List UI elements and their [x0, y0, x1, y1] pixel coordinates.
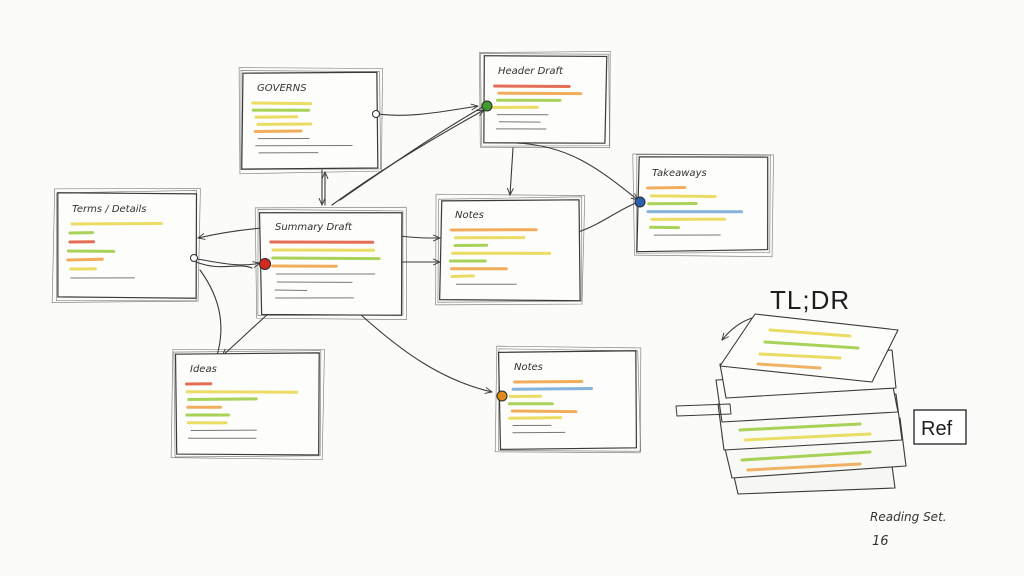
- doc-box-sketch-line: [173, 350, 322, 458]
- highlight-line: [450, 274, 475, 278]
- doc-box-sketch-line: [238, 67, 383, 175]
- doc-box-top-left[interactable]: GOVERNS: [238, 67, 383, 175]
- edge-center-middle: [399, 236, 440, 238]
- node-dot-red[interactable]: [259, 258, 271, 270]
- doc-box-frame: [174, 352, 320, 456]
- doc-box-sketch-line: [498, 348, 642, 452]
- highlight-line: [646, 185, 687, 190]
- edge-topcenter-middle: [510, 147, 513, 195]
- node-dot-empty-2[interactable]: [190, 254, 198, 262]
- highlight-line: [66, 257, 104, 262]
- doc-box-sketch-line: [51, 188, 201, 303]
- highlight-line: [493, 84, 571, 89]
- doc-box-title: Notes: [514, 362, 543, 373]
- highlight-line: [508, 416, 563, 420]
- doc-box-sketch-line: [494, 345, 642, 454]
- doc-box-center[interactable]: Summary Draft: [254, 206, 407, 320]
- doc-box-title: Takeaways: [652, 168, 707, 179]
- doc-box-sketch-line: [632, 153, 774, 258]
- edge-stack-arrow: [722, 317, 753, 340]
- ref-box[interactable]: [913, 409, 967, 445]
- doc-box-title: Terms / Details: [72, 204, 146, 215]
- highlight-line: [497, 91, 583, 96]
- doc-box-bottom-left[interactable]: Ideas: [170, 349, 325, 460]
- node-dot-blue[interactable]: [634, 196, 646, 208]
- node-dots: [190, 100, 646, 402]
- edge-center-topcenter-2: [339, 103, 489, 201]
- doc-box-middle[interactable]: Notes: [435, 193, 586, 306]
- highlight-line: [511, 387, 594, 391]
- doc-box-bottom-center[interactable]: Notes: [494, 345, 642, 454]
- edge-left-center: [191, 257, 260, 265]
- doc-box-right[interactable]: Takeaways: [632, 153, 774, 258]
- highlight-line: [251, 101, 313, 106]
- edge-left-bottomleft: [199, 269, 222, 362]
- node-dot-empty-1[interactable]: [372, 110, 380, 118]
- doc-box-sketch-line: [170, 349, 325, 460]
- doc-box-title: Summary Draft: [275, 222, 353, 233]
- ref-label: Ref: [921, 418, 953, 440]
- highlight-line: [513, 379, 584, 384]
- doc-box-sketch-line: [254, 206, 407, 320]
- doc-box-frame: [258, 212, 403, 316]
- highlight-line: [510, 409, 578, 414]
- highlight-line: [271, 256, 381, 261]
- edge-middle-right: [577, 202, 637, 233]
- doc-box-title: Notes: [455, 210, 484, 221]
- edge-topcenter-right: [514, 142, 638, 200]
- doc-box-title: GOVERNS: [257, 83, 307, 94]
- doc-box-frame: [497, 350, 638, 450]
- doc-box-left[interactable]: Terms / Details: [51, 188, 201, 303]
- edge-left-center-loop: [195, 261, 253, 269]
- node-dot-orange[interactable]: [496, 390, 508, 402]
- highlight-line: [253, 129, 303, 133]
- doc-box-sketch-line: [435, 193, 586, 306]
- edge-center-left: [198, 227, 263, 238]
- highlight-line: [70, 221, 163, 226]
- stack-tab: [675, 403, 732, 417]
- doc-box-title: Ideas: [190, 364, 217, 375]
- edge-topleft-topcenter: [377, 106, 478, 116]
- doc-box-frame: [241, 71, 379, 170]
- edge-center-bottomcenter: [359, 313, 492, 392]
- page-number: 16: [872, 534, 889, 549]
- highlight-line: [187, 397, 258, 401]
- doc-box-sketch-line: [257, 209, 404, 316]
- stack-highlights: [738, 328, 872, 472]
- doc-box-title: Header Draft: [498, 66, 564, 77]
- tldr-title: TL;DR: [770, 285, 850, 315]
- highlight-line: [649, 194, 717, 199]
- doc-box-sketch-line: [240, 70, 382, 170]
- doc-box-top-center[interactable]: Header Draft: [479, 51, 611, 148]
- signature-text: Reading Set.: [870, 510, 947, 524]
- doc-box-sketch-line: [479, 51, 611, 148]
- node-dot-green[interactable]: [481, 100, 493, 112]
- tldr-stack: Ref TL;DR Reading Set. 16: [675, 285, 967, 549]
